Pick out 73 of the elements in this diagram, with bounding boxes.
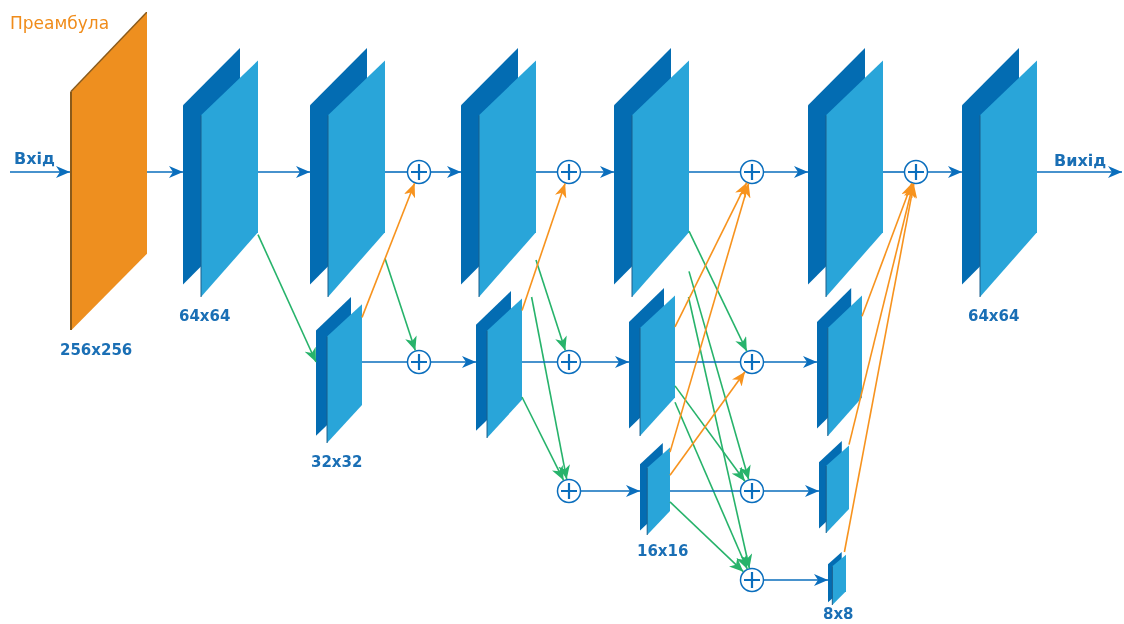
arrow [580,356,630,368]
size-label: 64x64 [968,307,1020,325]
arrow [257,233,317,363]
arrow [361,182,416,319]
feature-map-slab [614,48,689,297]
arrow [669,182,751,453]
plus-circle [739,478,765,504]
arrow [430,166,462,178]
plus-circle [406,349,432,375]
plus-circle [739,567,765,593]
arrow [669,501,745,573]
arrow [521,182,567,312]
connector-line [521,361,558,363]
arrow [687,296,753,570]
arrow [848,182,916,446]
feature-map-slab [461,48,536,297]
arrow [530,296,570,480]
connector-line [535,171,558,173]
arrow [688,230,748,352]
plus-circle [556,478,582,504]
arrow [674,385,746,483]
edge-label: Вхід [14,150,55,168]
arrow [535,259,567,352]
feature-map-slab [828,552,846,605]
arrow [430,356,477,368]
feature-map-slab [808,48,883,297]
plus-circle [556,159,582,185]
arrow [9,166,71,178]
block-title: Преамбула [10,14,110,32]
arrow [257,166,311,178]
connector-line [882,171,905,173]
arrow [688,270,751,481]
arrow [384,257,417,352]
arrow [861,182,913,318]
feature-map-slab [310,48,385,297]
feature-map-slab [316,297,362,443]
arrow [669,370,746,477]
arrow [580,166,615,178]
arrow [763,485,820,497]
connector-line [688,171,741,173]
arrow [927,166,963,178]
arrow [763,356,818,368]
size-label: 8x8 [823,605,854,623]
feature-map-slab [183,48,258,297]
feature-map-slab [640,443,670,535]
size-label: 256x256 [60,341,133,359]
plus-circle [406,159,432,185]
connector-line [384,171,408,173]
edge-label: Вихід [1054,152,1107,170]
plus-circle [903,159,929,185]
size-label: 32x32 [311,453,363,471]
arrow [521,396,565,482]
arrow [763,166,809,178]
arrow [674,401,748,570]
plus-circle [556,349,582,375]
feature-map-slab [629,288,675,436]
connector-line [674,361,741,363]
feature-map-slab [962,48,1037,297]
feature-map-slab [819,441,849,533]
size-label: 64x64 [179,307,231,325]
arrow [146,166,184,178]
arrow [843,183,918,553]
connector-line [669,490,741,492]
feature-map-slab [476,291,522,438]
plus-circle [739,349,765,375]
arrow [674,181,748,328]
feature-map-slab [817,288,862,436]
size-label: 16x16 [637,542,689,560]
plus-circle [739,159,765,185]
arrow [580,485,641,497]
arrow [763,574,829,586]
connector-line [361,361,408,363]
arrow [1036,166,1123,178]
